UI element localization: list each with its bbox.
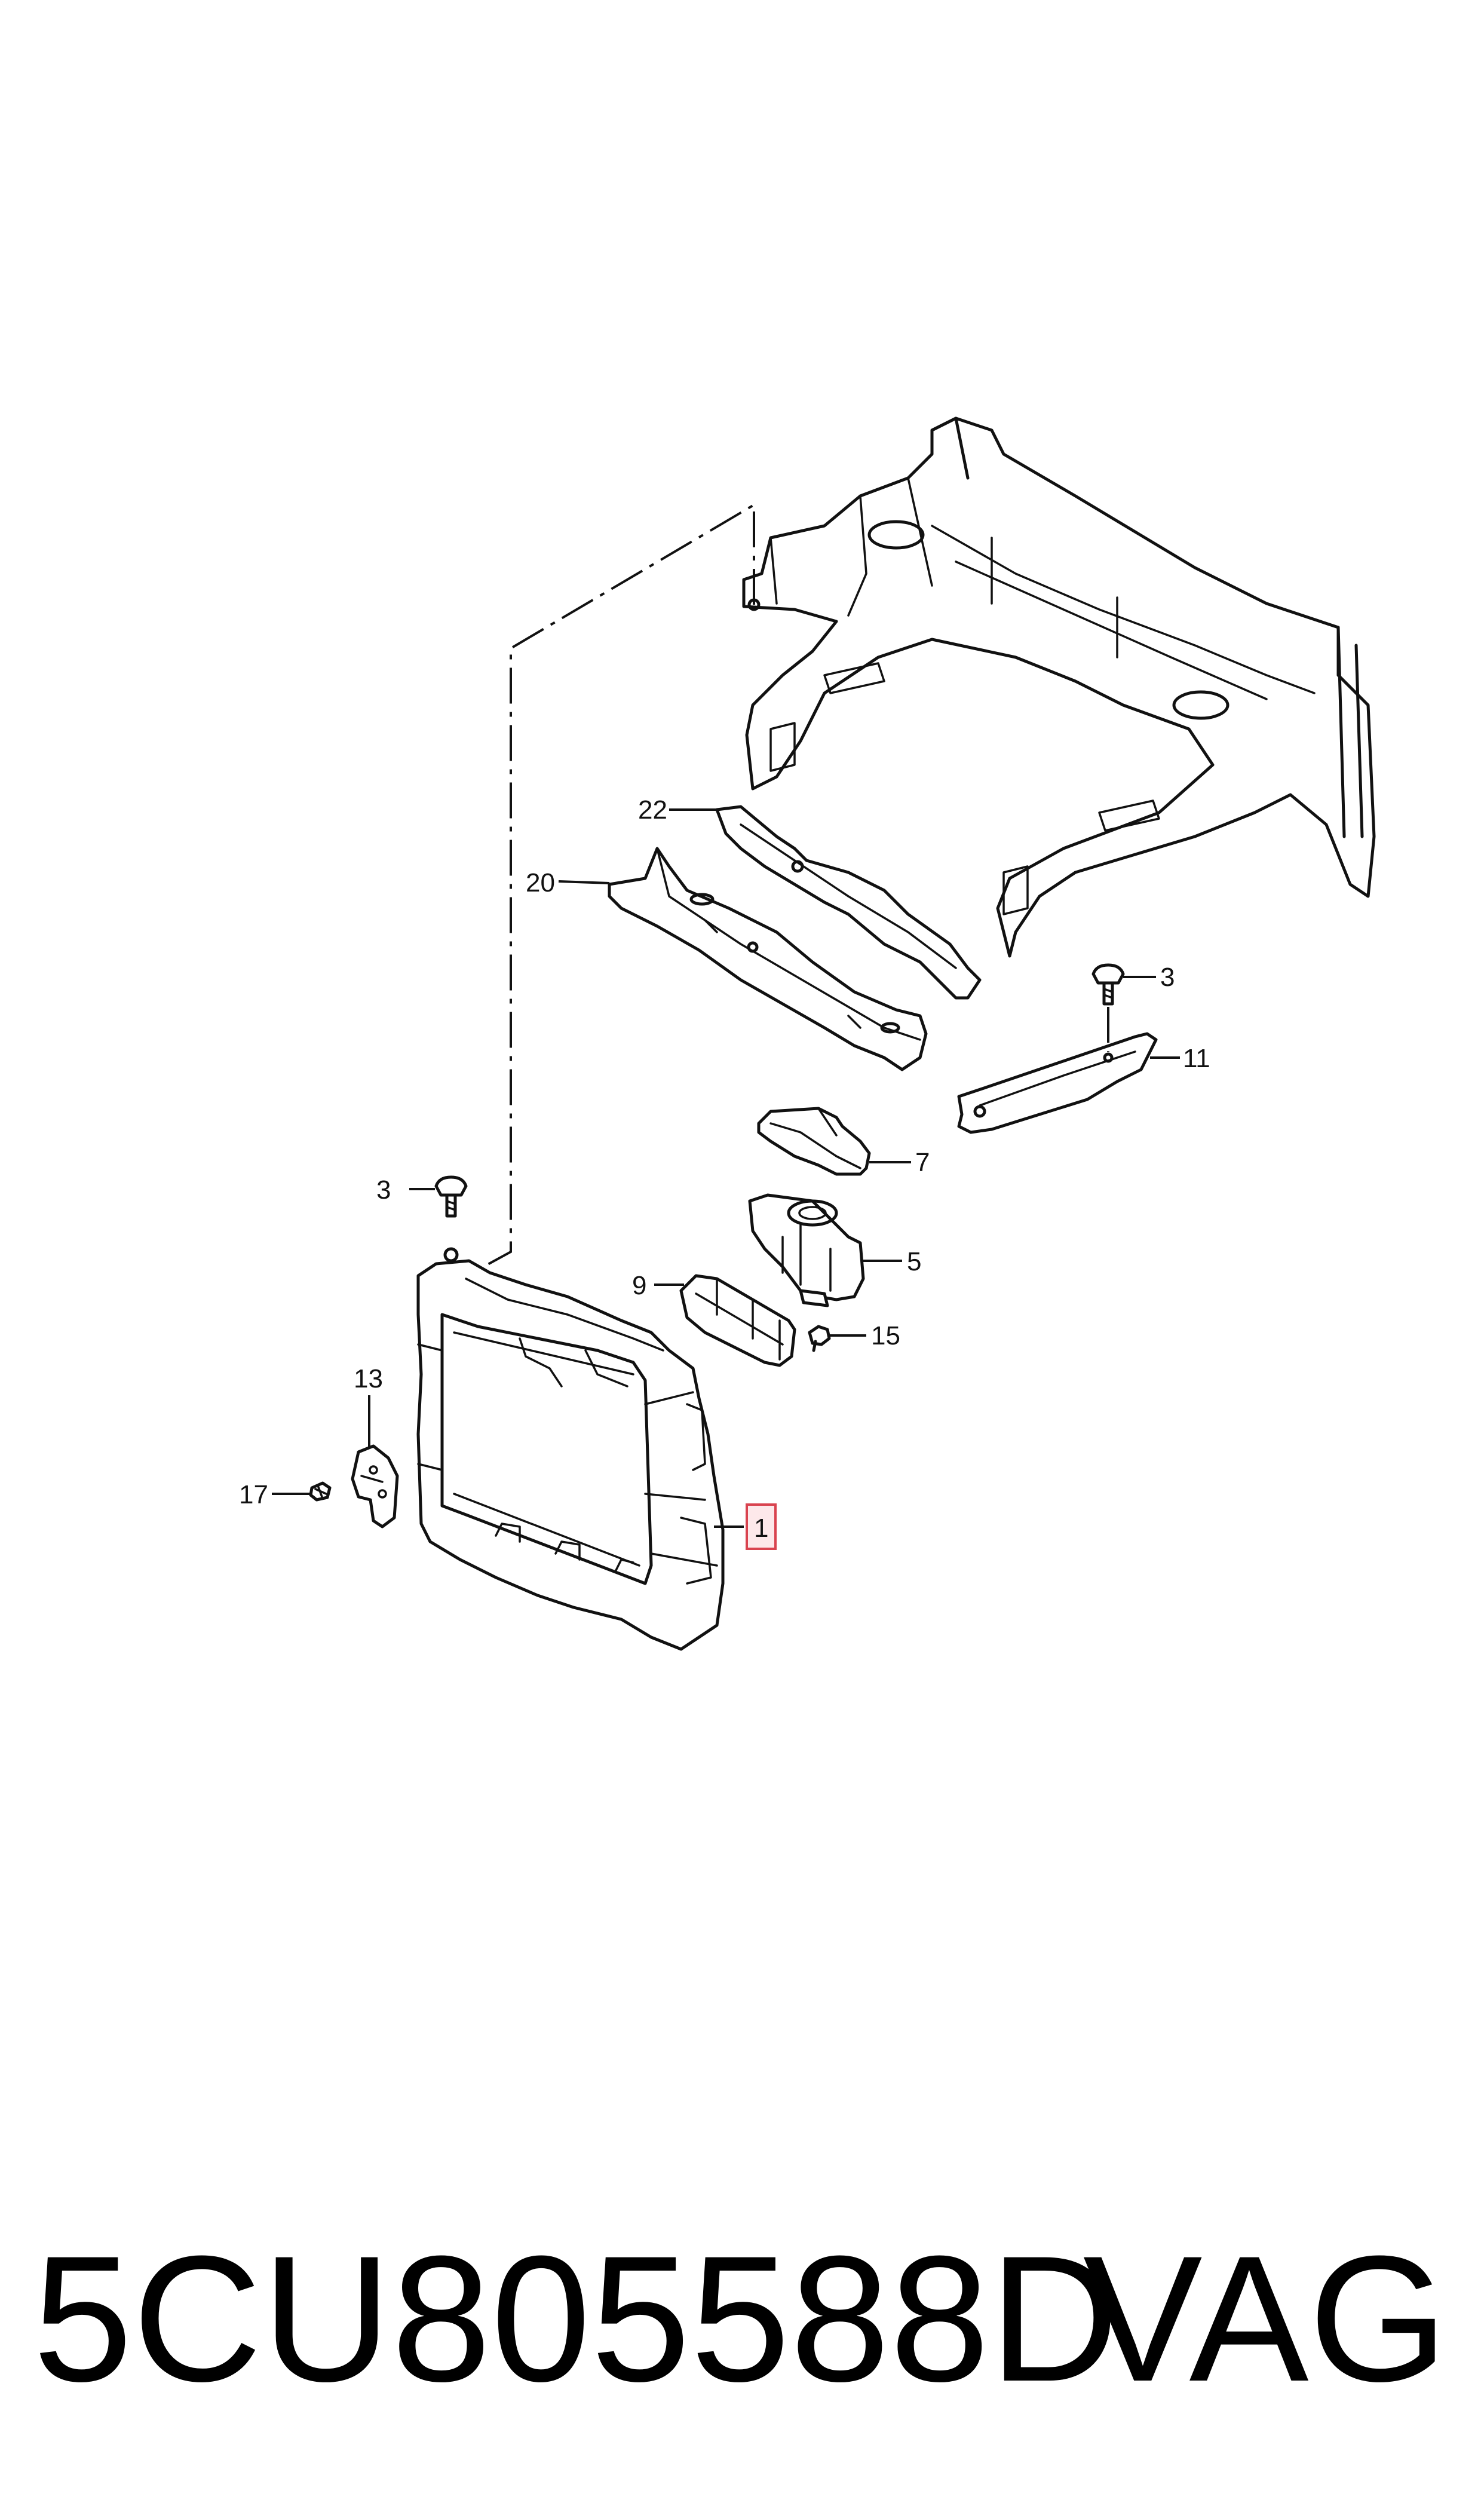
callout-3-upper: 3 bbox=[1160, 963, 1175, 992]
callout-1-highlight bbox=[746, 1503, 777, 1550]
brand-caption: VAG bbox=[1083, 2218, 1448, 2419]
callout-15: 15 bbox=[871, 1321, 900, 1350]
part-number-caption: 5CU805588D bbox=[33, 2218, 1119, 2419]
part-9-bracket bbox=[679, 1274, 796, 1367]
callout-7: 7 bbox=[915, 1148, 930, 1177]
part-3-bolt-left bbox=[434, 1175, 468, 1218]
vehicle-front-structure bbox=[742, 416, 1376, 958]
callout-22: 22 bbox=[638, 795, 667, 825]
part-13-mounting-plate bbox=[351, 1444, 399, 1528]
callout-11: 11 bbox=[1183, 1044, 1210, 1073]
callout-17: 17 bbox=[239, 1480, 268, 1509]
callout-9: 9 bbox=[632, 1271, 646, 1300]
callout-5: 5 bbox=[907, 1247, 921, 1276]
part-7-air-guide bbox=[757, 1107, 871, 1176]
part-1-front-end-carrier bbox=[416, 1247, 725, 1651]
part-5-air-duct bbox=[748, 1193, 865, 1307]
part-20-cross-member bbox=[608, 847, 928, 1071]
callout-20: 20 bbox=[526, 868, 555, 897]
part-3-bolt-upper bbox=[1091, 963, 1125, 1052]
callout-13: 13 bbox=[354, 1364, 383, 1393]
callout-3-left: 3 bbox=[376, 1175, 391, 1205]
part-11-deflector bbox=[957, 1032, 1158, 1134]
part-17-screw bbox=[309, 1481, 332, 1502]
assembly-line bbox=[477, 503, 755, 1271]
callout-1: 1 bbox=[754, 1514, 768, 1543]
callout-labels: 22 20 3 11 7 3 5 9 15 13 17 1 bbox=[239, 795, 1210, 1550]
part-22-reinforcement bbox=[715, 805, 982, 1000]
part-15-clip bbox=[808, 1325, 831, 1352]
leader-lines bbox=[272, 808, 1180, 1528]
